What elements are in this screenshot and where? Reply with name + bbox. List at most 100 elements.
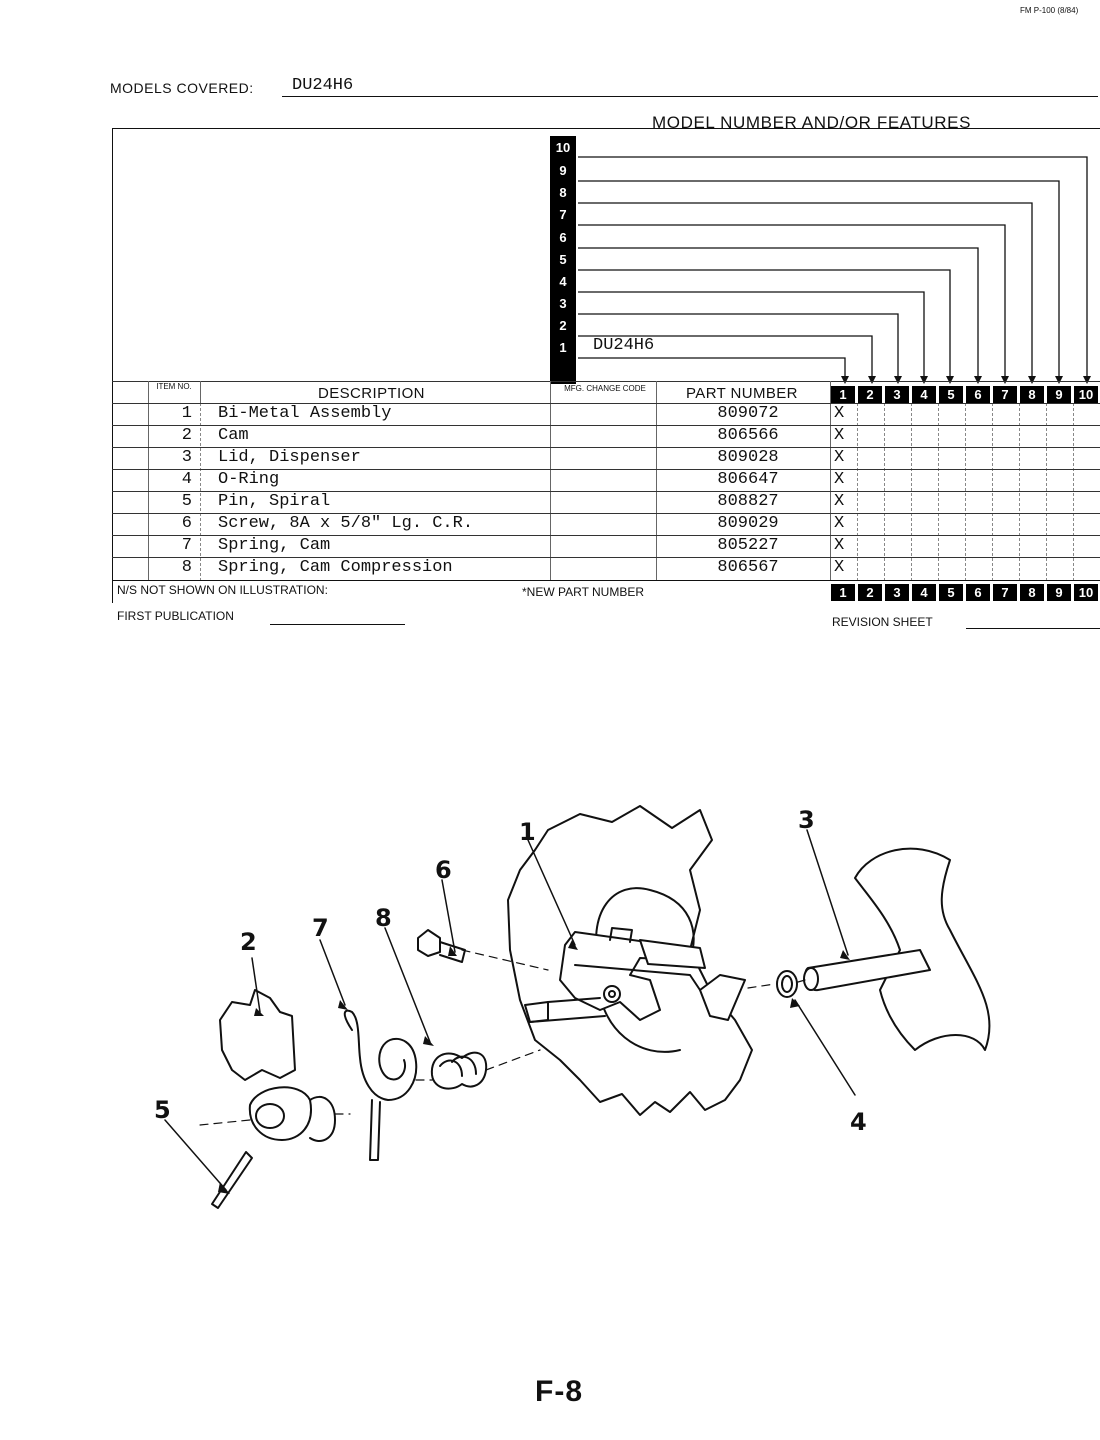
- part-description: O-Ring: [218, 470, 280, 489]
- row-rule: [112, 513, 1100, 514]
- item-no-header: ITEM NO.: [156, 382, 192, 391]
- new-part-note: *NEW PART NUMBER: [522, 585, 645, 599]
- first-publication-line: [270, 624, 405, 625]
- item-number: 5: [181, 492, 192, 511]
- part-number: 805227: [717, 536, 779, 555]
- row-rule: [112, 535, 1100, 536]
- item-number: 4: [181, 470, 192, 489]
- part-number: 809028: [717, 448, 779, 467]
- model-applicability-mark: X: [834, 558, 845, 577]
- column-rule: [884, 403, 885, 581]
- column-rule: [656, 381, 657, 581]
- part-description: Lid, Dispenser: [218, 448, 361, 467]
- part-number: 809029: [717, 514, 779, 533]
- item-number: 6: [181, 514, 192, 533]
- form-code: FM P-100 (8/84): [1020, 6, 1079, 15]
- models-covered-underline: [282, 96, 1098, 97]
- screw: [417, 929, 441, 957]
- column-rule: [911, 403, 912, 581]
- column-number: 7: [993, 386, 1017, 403]
- column-number: 1: [831, 386, 855, 403]
- column-number: 5: [939, 584, 963, 601]
- not-shown-note: N/S NOT SHOWN ON ILLUSTRATION:: [117, 583, 328, 597]
- column-number: 9: [1047, 584, 1071, 601]
- part-number-header: PART NUMBER: [686, 385, 798, 402]
- table-row: 6 Screw, 8A x 5/8" Lg. C.R. 809029 X: [0, 514, 1100, 536]
- part-number: 806647: [717, 470, 779, 489]
- column-number: 8: [1020, 584, 1044, 601]
- callout-label: 4: [850, 1108, 867, 1136]
- callout-label: 7: [312, 914, 329, 942]
- part-description: Bi-Metal Assembly: [218, 404, 392, 423]
- column-number: 8: [1020, 386, 1044, 403]
- feature-number: 2: [559, 318, 567, 333]
- feature-bracket-lines: [578, 156, 1091, 384]
- part-description: Pin, Spiral: [218, 492, 331, 511]
- column-rule: [1019, 403, 1020, 581]
- row-rule: [112, 491, 1100, 492]
- column-rule: [200, 381, 201, 403]
- model-applicability-mark: X: [834, 470, 845, 489]
- feature-number: 4: [559, 274, 567, 289]
- cam-spring-coil: [343, 1009, 418, 1101]
- table-left-border: [112, 128, 113, 603]
- models-covered-label: MODELS COVERED:: [110, 80, 254, 96]
- item-number: 1: [181, 404, 192, 423]
- part-number: 809072: [717, 404, 779, 423]
- models-covered-value: DU24H6: [292, 76, 354, 95]
- model-applicability-mark: X: [834, 448, 845, 467]
- column-number: 4: [912, 584, 936, 601]
- column-rule: [938, 403, 939, 581]
- column-rule: [830, 381, 831, 581]
- column-rule: [965, 403, 966, 581]
- table-row: 8 Spring, Cam Compression 806567 X: [0, 558, 1100, 580]
- part-number: 808827: [717, 492, 779, 511]
- spiral-pin: [211, 1151, 253, 1209]
- first-publication-label: FIRST PUBLICATION: [117, 609, 234, 623]
- plate-inner-ring: [595, 887, 695, 971]
- model-applicability-mark: X: [834, 404, 845, 423]
- table-header-top-rule: [112, 381, 1100, 382]
- callout-label: 6: [435, 856, 452, 884]
- feature-number: 5: [559, 252, 567, 267]
- feature-number: 7: [559, 207, 567, 222]
- table-row: 3 Lid, Dispenser 809028 X: [0, 448, 1100, 470]
- column-rule: [1073, 403, 1074, 581]
- callout-label: 1: [519, 818, 536, 846]
- column-rule: [1046, 403, 1047, 581]
- column-number: 2: [858, 386, 882, 403]
- part-number: 806567: [717, 558, 779, 577]
- bimetal-block: [639, 939, 706, 969]
- column-number: 1: [831, 584, 855, 601]
- callout-label: 3: [798, 806, 815, 834]
- page-number: F-8: [535, 1375, 583, 1408]
- column-number: 7: [993, 584, 1017, 601]
- features-heading: MODEL NUMBER AND/OR FEATURES: [652, 113, 972, 132]
- revision-sheet-label: REVISION SHEET: [832, 615, 933, 629]
- table-row: 7 Spring, Cam 805227 X: [0, 536, 1100, 558]
- column-rule: [992, 403, 993, 581]
- revision-sheet-line: [966, 628, 1100, 629]
- column-number: 6: [966, 386, 990, 403]
- column-number: 3: [885, 386, 909, 403]
- column-number: 9: [1047, 386, 1071, 403]
- o-ring: [776, 970, 798, 998]
- column-rule: [148, 381, 149, 581]
- cam-outline: [219, 989, 296, 1081]
- mfg-change-code-header: MFG. CHANGE CODE: [564, 384, 646, 393]
- model-applicability-mark: X: [834, 426, 845, 445]
- feature-number: 10: [555, 140, 571, 155]
- row-rule: [112, 425, 1100, 426]
- callout-label: 8: [375, 904, 392, 932]
- column-rule: [200, 403, 201, 581]
- part-description: Cam: [218, 426, 249, 445]
- feature-number: 9: [559, 163, 567, 178]
- table-top-border: [112, 128, 1100, 129]
- part-description: Spring, Cam Compression: [218, 558, 453, 577]
- column-number: 6: [966, 584, 990, 601]
- feature-number: 8: [559, 185, 567, 200]
- feature-number: 1: [559, 340, 567, 355]
- model-applicability-mark: X: [834, 514, 845, 533]
- table-row: 1 Bi-Metal Assembly 809072 X: [0, 404, 1100, 426]
- feature-number-bar: 10 9 8 7 6 5 4 3 2 1: [550, 136, 576, 384]
